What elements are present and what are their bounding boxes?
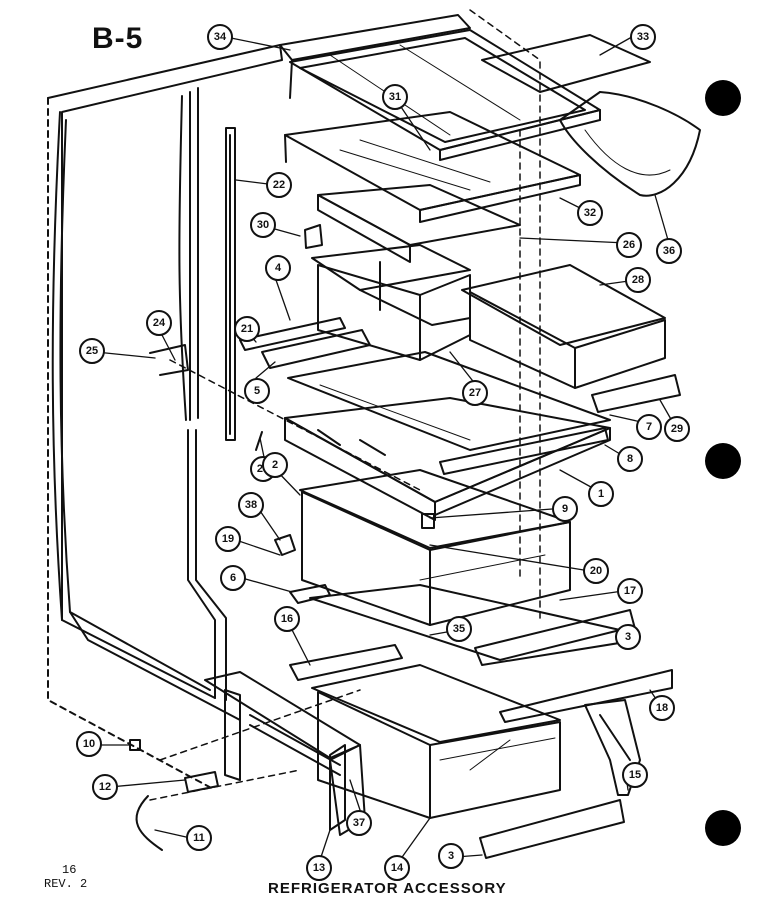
callout-14: 14: [384, 855, 410, 881]
callout-37: 37: [346, 810, 372, 836]
callout-24: 24: [146, 310, 172, 336]
top-shelf-frame: [280, 15, 600, 160]
callout-10: 10: [76, 731, 102, 757]
callout-22: 22: [266, 172, 292, 198]
slide-tray: [318, 185, 520, 262]
revision-label: REV. 2: [44, 877, 88, 891]
small-parts: [130, 225, 322, 850]
vertical-rail: [226, 128, 235, 440]
callout-26: 26: [616, 232, 642, 258]
callout-6: 6: [220, 565, 246, 591]
callout-21: 21: [234, 316, 260, 342]
callout-36: 36: [656, 238, 682, 264]
callout-13: 13: [306, 855, 332, 881]
callout-1: 1: [588, 481, 614, 507]
callout-35: 35: [446, 616, 472, 642]
callout-15: 15: [622, 762, 648, 788]
callout-20: 20: [583, 558, 609, 584]
binder-hole-marker: [705, 443, 741, 479]
callout-5: 5: [244, 378, 270, 404]
callout-34: 34: [207, 24, 233, 50]
lower-drawer: [300, 470, 570, 625]
callout-38: 38: [238, 492, 264, 518]
binder-hole-marker: [705, 810, 741, 846]
callout-3-lower: 3: [438, 843, 464, 869]
page-label: B-5: [92, 22, 144, 55]
page-number: 16: [62, 863, 77, 877]
callout-29: 29: [664, 416, 690, 442]
callout-3: 3: [615, 624, 641, 650]
binder-hole-marker: [705, 80, 741, 116]
callout-8: 8: [617, 446, 643, 472]
middle-shelf-glass: [288, 352, 610, 450]
callout-9: 9: [552, 496, 578, 522]
callout-25: 25: [79, 338, 105, 364]
callout-16: 16: [274, 606, 300, 632]
callout-11: 11: [186, 825, 212, 851]
callout-7: 7: [636, 414, 662, 440]
glass-shelf: [285, 112, 580, 222]
callout-18: 18: [649, 695, 675, 721]
callout-30: 30: [250, 212, 276, 238]
callout-32: 32: [577, 200, 603, 226]
callout-28: 28: [625, 267, 651, 293]
dairy-door-cover: [482, 35, 700, 196]
bottom-crisper: [312, 665, 560, 818]
callout-27: 27: [462, 380, 488, 406]
diagram-caption: REFRIGERATOR ACCESSORY: [268, 880, 507, 897]
callout-4: 4: [265, 255, 291, 281]
bottom-support-frame: [205, 672, 640, 835]
callout-17: 17: [617, 578, 643, 604]
crisper-drawer: [462, 265, 665, 388]
callout-2: 2: [262, 452, 288, 478]
callout-33: 33: [630, 24, 656, 50]
callout-19: 19: [215, 526, 241, 552]
meat-drawer: [312, 245, 470, 360]
cabinet-liner: [48, 45, 282, 790]
drawer-rails: [240, 318, 680, 412]
callout-12: 12: [92, 774, 118, 800]
callout-31: 31: [382, 84, 408, 110]
